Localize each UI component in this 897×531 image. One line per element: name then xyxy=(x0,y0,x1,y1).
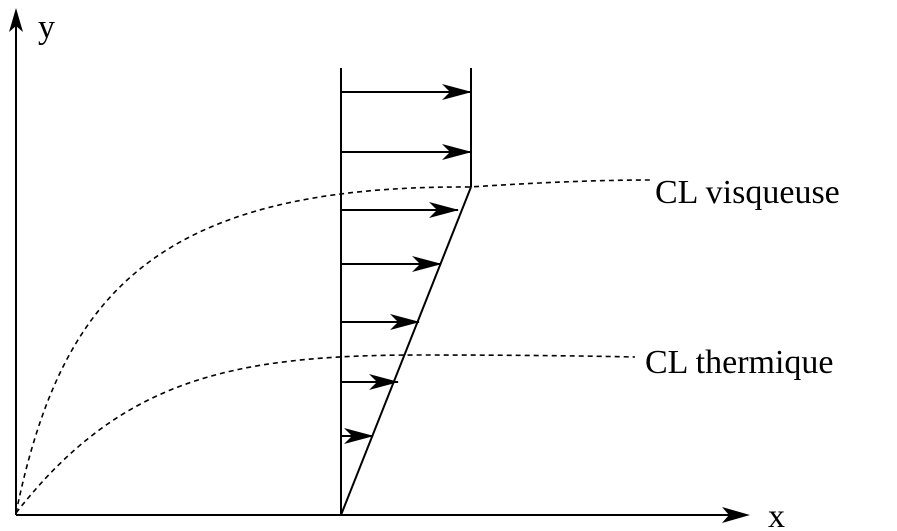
y-axis-label: y xyxy=(38,9,55,46)
x-axis-label: x xyxy=(768,498,785,531)
thermal-curve-label: CL thermique xyxy=(645,344,834,381)
thermal-boundary-layer-curve xyxy=(15,354,636,514)
profile-linear-segment xyxy=(340,186,472,516)
viscous-boundary-layer-curve xyxy=(15,179,651,514)
y-axis-arrowhead xyxy=(9,8,23,32)
viscous-curve-label: CL visqueuse xyxy=(655,174,840,211)
x-axis-arrowhead xyxy=(722,507,750,523)
